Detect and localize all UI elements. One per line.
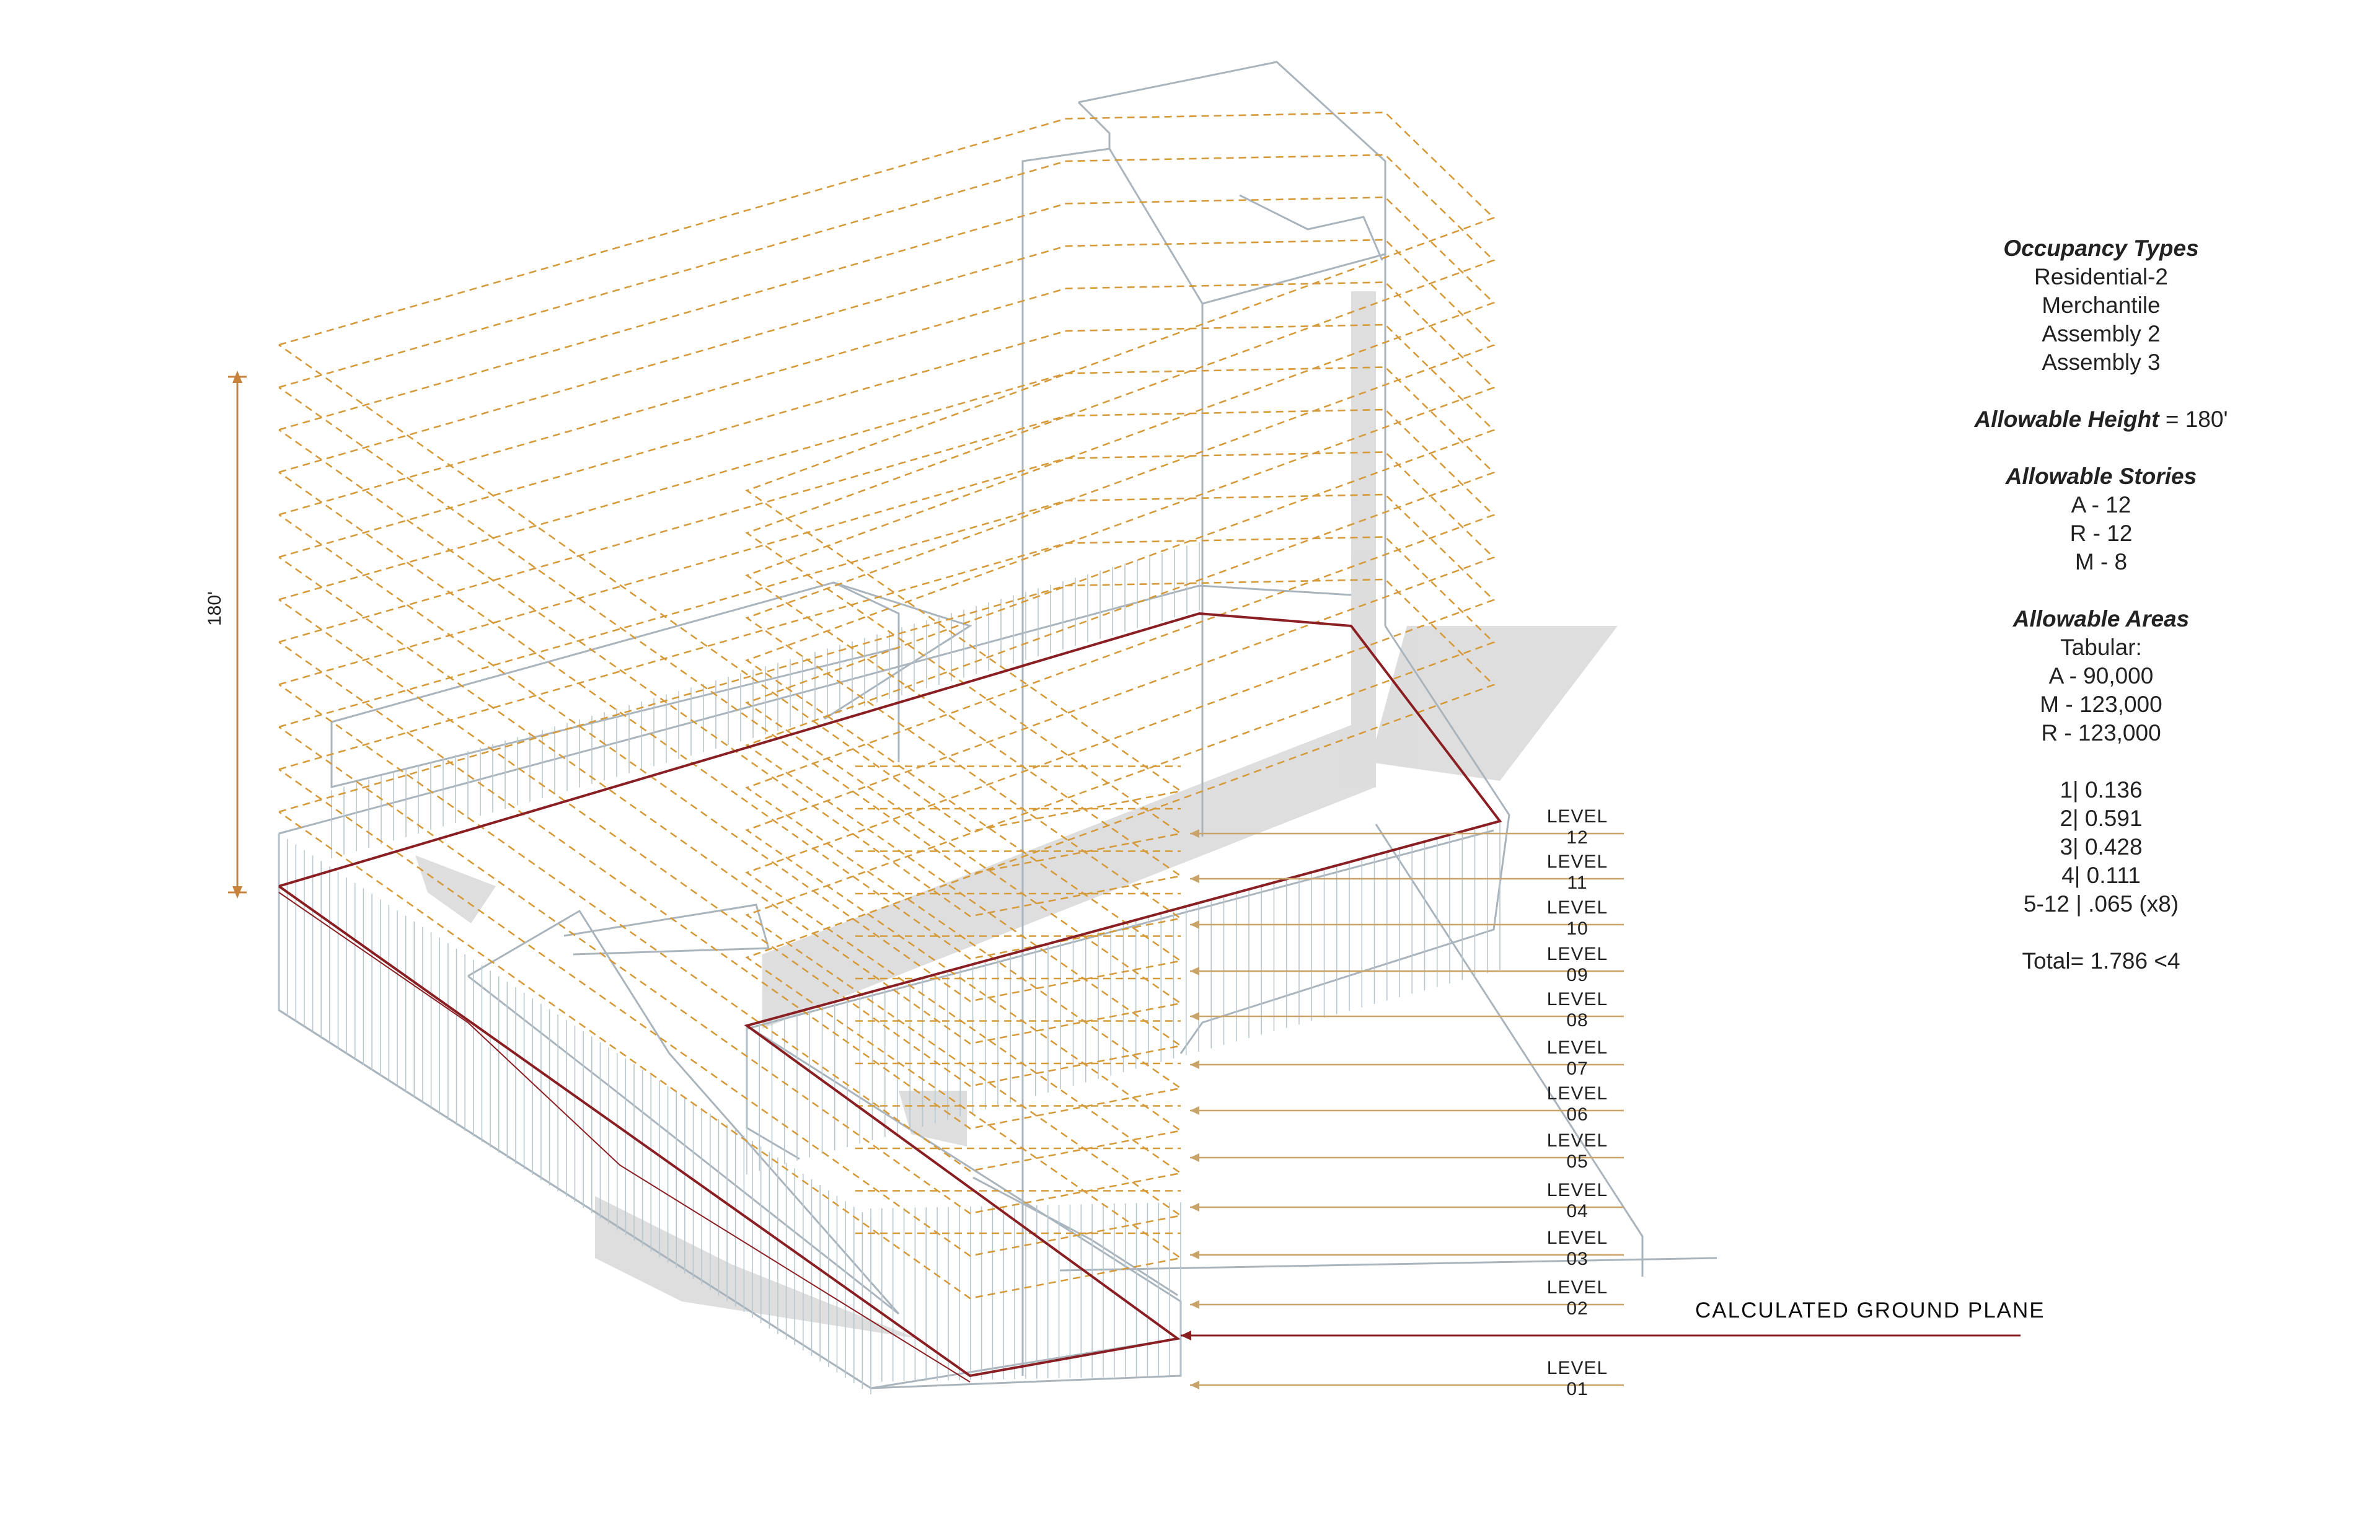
allowable-height-label: Allowable Height <box>1974 407 2159 432</box>
height-dimension-label: 180' <box>205 591 225 626</box>
allowable-stories-title: Allowable Stories <box>2005 464 2197 489</box>
ground-plane-edge <box>278 892 971 1383</box>
level-label: LEVEL 10 <box>1546 897 1608 939</box>
level-planes <box>278 112 1496 1300</box>
level-leaders <box>1190 829 1624 1389</box>
level-label: LEVEL 01 <box>1546 1358 1608 1399</box>
ratio-item: 1| 0.136 <box>2060 777 2143 803</box>
ground-plane-label: CALCULATED GROUND PLANE <box>1695 1298 2045 1322</box>
occupancy-item: Merchantile <box>2042 293 2161 318</box>
occupancy-title: Occupancy Types <box>2003 235 2199 261</box>
ground-plane-arrow <box>1181 1331 1191 1340</box>
allowable-height-value: = 180' <box>2159 407 2228 432</box>
level-label: LEVEL 09 <box>1546 944 1608 985</box>
occupancy-item: Residential-2 <box>2034 264 2168 289</box>
area-item: A - 90,000 <box>2048 663 2154 689</box>
stories-item: M - 8 <box>2074 549 2128 574</box>
level-label: LEVEL 06 <box>1546 1083 1608 1125</box>
height-dimension <box>228 371 247 899</box>
level-label: LEVEL 08 <box>1546 989 1608 1031</box>
level-label: LEVEL 02 <box>1546 1277 1608 1319</box>
ratio-item: 5-12 | .065 (x8) <box>2023 891 2179 917</box>
code-notes: Occupancy Types Residential-2 Merchantil… <box>1965 234 2237 975</box>
ratio-item: 2| 0.591 <box>2060 806 2143 831</box>
level-label: LEVEL 03 <box>1546 1228 1608 1269</box>
area-item: R - 123,000 <box>2041 720 2161 746</box>
level-label: LEVEL 07 <box>1546 1037 1608 1079</box>
tabular-label: Tabular: <box>2060 635 2142 660</box>
stories-item: A - 12 <box>2071 492 2131 517</box>
level-label: LEVEL 04 <box>1546 1180 1608 1221</box>
allowable-areas-title: Allowable Areas <box>2012 606 2190 631</box>
area-item: M - 123,000 <box>2040 692 2162 717</box>
occupancy-item: Assembly 3 <box>2042 350 2161 375</box>
allowable-height: Allowable Height = 180' <box>1965 405 2237 434</box>
total-ratio: Total= 1.786 <4 <box>2022 948 2180 974</box>
level-label: LEVEL 05 <box>1546 1130 1608 1172</box>
ground-plane-outline <box>278 612 1502 1378</box>
stories-item: R - 12 <box>2069 521 2133 546</box>
ratio-item: 3| 0.428 <box>2060 834 2143 860</box>
level-label: LEVEL 11 <box>1546 851 1608 893</box>
level-label: LEVEL 12 <box>1546 806 1608 848</box>
ratio-item: 4| 0.111 <box>2061 863 2141 888</box>
building-shadows <box>415 291 1618 1339</box>
occupancy-item: Assembly 2 <box>2042 321 2161 346</box>
